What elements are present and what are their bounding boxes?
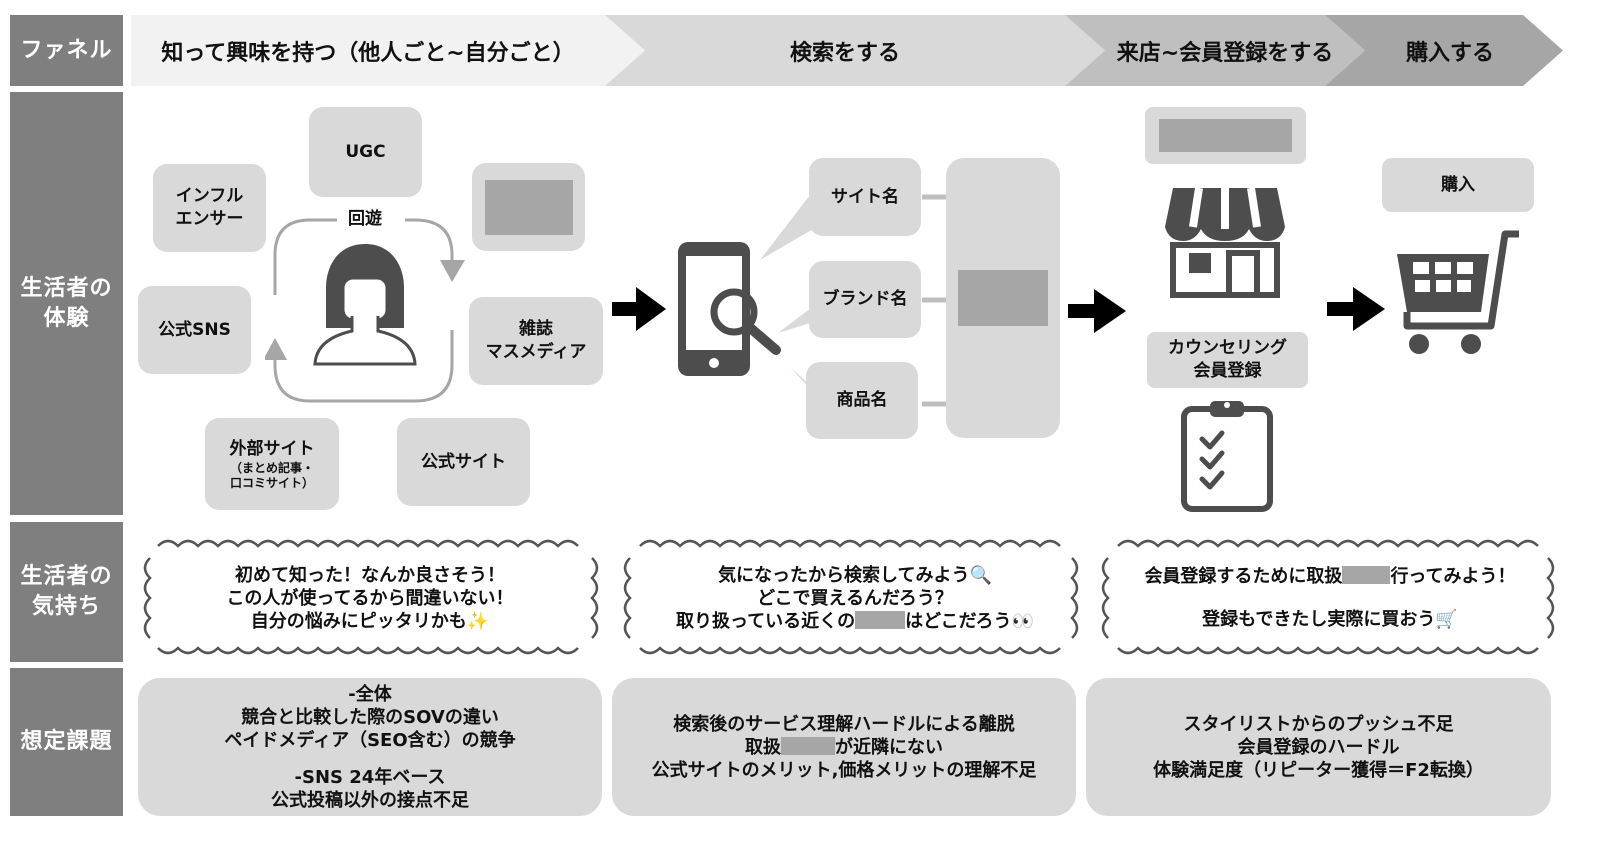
feeling-stage-3-line-2: 登録もできたし実際に買おう🛒 bbox=[1202, 609, 1458, 630]
store-name-box bbox=[1145, 107, 1306, 164]
funnel-stage-1-shape bbox=[131, 15, 645, 86]
masked-text bbox=[1342, 566, 1391, 584]
row-label-issues: 想定課題 bbox=[10, 668, 123, 816]
official-sns-box: 公式SNS bbox=[138, 286, 251, 374]
masked-result-placeholder bbox=[958, 270, 1048, 326]
cycle-arrows bbox=[265, 218, 465, 403]
row-label-experience: 生活者の 体験 bbox=[10, 92, 123, 515]
flow-arrow-1 bbox=[612, 287, 666, 331]
issue-stage-2-line-2a: 取扱 bbox=[745, 736, 781, 758]
phone-search-icon bbox=[678, 242, 781, 376]
flow-arrow-3 bbox=[1327, 287, 1385, 331]
funnel-stage-2-shape bbox=[605, 15, 1105, 86]
external-site-sublabel: （まとめ記事・ 口コミサイト） bbox=[229, 460, 314, 490]
masked-text bbox=[781, 736, 835, 755]
issue-stage-1-sns: -SNS 24年ベース 公式投稿以外の接点不足 bbox=[271, 766, 469, 811]
issue-stage-3-text: スタイリストからのプッシュ不足 会員登録のハードル 体験満足度（リピーター獲得＝… bbox=[1153, 713, 1484, 781]
official-site-box: 公式サイト bbox=[397, 418, 530, 506]
counseling-box: カウンセリング 会員登録 bbox=[1147, 332, 1308, 388]
feeling-stage-2-line-3a: 取り扱っている近くの bbox=[676, 610, 856, 632]
funnel-chevrons bbox=[131, 15, 1563, 86]
masked-image-placeholder bbox=[484, 179, 573, 235]
external-site-label: 外部サイト bbox=[229, 438, 315, 459]
issue-stage-2-line-2: 取扱 が近隣にない bbox=[745, 736, 943, 759]
influencer-box: インフル エンサー bbox=[153, 164, 266, 252]
row-label-funnel: ファネル bbox=[10, 15, 123, 86]
site-name-box: サイト名 bbox=[809, 158, 921, 236]
funnel-stage-3-shape bbox=[1065, 15, 1365, 86]
kaiyu-label: 回遊 bbox=[337, 203, 393, 229]
feeling-stage-2-line-2: どこで買えるんだろう？ bbox=[757, 587, 953, 609]
brand-name-box: ブランド名 bbox=[809, 261, 921, 338]
search-result-panel bbox=[946, 158, 1060, 438]
external-site-box: 外部サイト （まとめ記事・ 口コミサイト） bbox=[205, 418, 339, 510]
media-image-box bbox=[472, 163, 585, 251]
product-name-box: 商品名 bbox=[806, 362, 918, 439]
speech-connectors bbox=[760, 194, 948, 407]
issue-stage-1-overall: -全体 競合と比較した際のSOVの違い ペイドメディア（SEO含む）の競争 bbox=[224, 683, 516, 751]
issue-stage-2-line-2b: が近隣にない bbox=[835, 736, 943, 758]
store-icon bbox=[1165, 187, 1285, 298]
feeling-stage-3: 会員登録するために取扱 行ってみよう！ 登録もできたし実際に買おう🛒 bbox=[1115, 548, 1545, 648]
issue-stage-2-line-1: 検索後のサービス理解ハードルによる離脱 bbox=[673, 713, 1015, 735]
cart-icon bbox=[1397, 230, 1519, 354]
purchase-box: 購入 bbox=[1382, 158, 1534, 212]
feeling-clouds bbox=[143, 539, 1555, 655]
feeling-stage-2-line-1: 気になったから検索してみよう🔍 bbox=[718, 564, 992, 586]
issue-stage-3: スタイリストからのプッシュ不足 会員登録のハードル 体験満足度（リピーター獲得＝… bbox=[1086, 678, 1551, 816]
feeling-stage-1: 初めて知った！なんか良さそう！ この人が使ってるから間違いない！ 自分の悩みにピ… bbox=[226, 564, 514, 632]
person-icon bbox=[313, 244, 417, 366]
feeling-stage-3-line-1a: 会員登録するために取扱 bbox=[1144, 566, 1343, 587]
feeling-stage-3-line-1b: 行ってみよう！ bbox=[1390, 566, 1516, 587]
ugc-box: UGC bbox=[309, 107, 422, 197]
issue-stage-1: -全体 競合と比較した際のSOVの違い ペイドメディア（SEO含む）の競争 -S… bbox=[138, 678, 602, 816]
funnel-stage-3-label: 来店~会員登録をする bbox=[1116, 40, 1334, 66]
feeling-stage-2-line-3b: はどこだろう👀 bbox=[905, 610, 1034, 632]
masked-store-placeholder bbox=[1159, 119, 1292, 152]
clipboard-icon bbox=[1181, 401, 1273, 512]
issue-stage-2-line-3: 公式サイトのメリット,価格メリットの理解不足 bbox=[651, 759, 1037, 781]
row-label-feeling: 生活者の 気持ち bbox=[10, 522, 123, 662]
funnel-stage-4-shape bbox=[1325, 15, 1563, 86]
feeling-stage-2-line-3: 取り扱っている近くの はどこだろう👀 bbox=[676, 610, 1034, 633]
funnel-stage-4-label: 購入する bbox=[1405, 40, 1494, 66]
flow-arrow-2 bbox=[1068, 289, 1126, 333]
feeling-stage-2: 気になったから検索してみよう🔍 どこで買えるんだろう？ 取り扱っている近くの はど… bbox=[640, 548, 1070, 648]
funnel-stage-2-label: 検索をする bbox=[789, 40, 900, 66]
issue-stage-2: 検索後のサービス理解ハードルによる離脱 取扱 が近隣にない 公式サイトのメリット,… bbox=[612, 678, 1076, 816]
magazine-box: 雑誌 マスメディア bbox=[469, 297, 603, 385]
masked-text bbox=[855, 610, 906, 629]
funnel-stage-1-label: 知って興味を持つ（他人ごと~自分ごと） bbox=[161, 40, 575, 66]
feeling-stage-3-line-1: 会員登録するために取扱 行ってみよう！ bbox=[1144, 565, 1516, 588]
